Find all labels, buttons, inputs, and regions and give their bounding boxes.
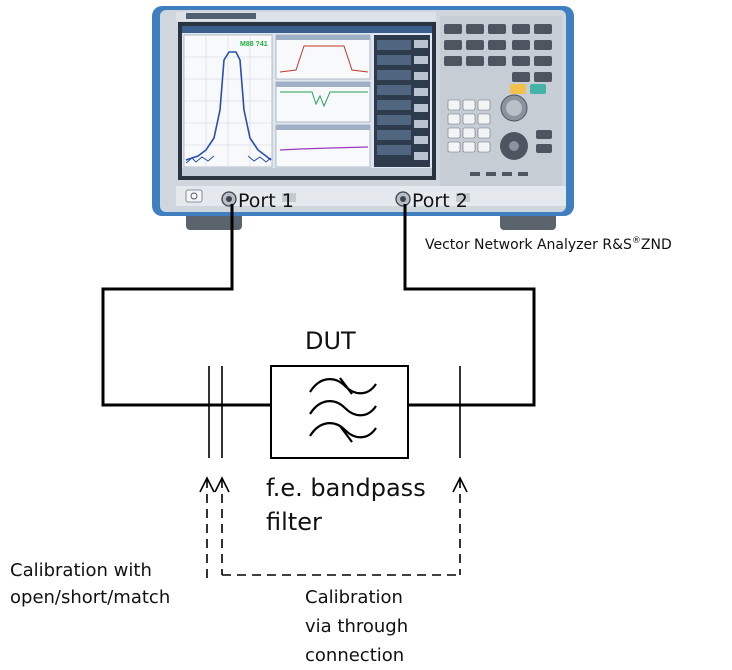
instrument-foot-left	[186, 212, 242, 230]
calibration-arrows	[199, 476, 468, 578]
bandpass-filter-icon	[309, 377, 377, 443]
calibration-bottom-line2: via through	[305, 616, 408, 637]
power-button	[185, 189, 203, 203]
instrument-caption-name: Vector Network Analyzer R&S	[425, 237, 632, 253]
ok-key	[510, 84, 526, 94]
cable-port1	[101, 204, 272, 407]
registered-mark: ®	[632, 236, 641, 246]
filter-response-trace	[185, 51, 272, 161]
port2-label: Port 2	[412, 190, 468, 212]
instrument-caption: Vector Network Analyzer R&S®ZND	[425, 236, 672, 253]
calibration-bottom-line3: connection	[305, 645, 404, 666]
cal-key	[530, 84, 546, 94]
instrument-caption-model: ZND	[641, 237, 672, 253]
instrument-foot-right	[500, 212, 556, 230]
dut-box	[270, 365, 409, 459]
calibration-bottom-line1: Calibration	[305, 587, 403, 608]
dut-title: DUT	[305, 327, 356, 355]
dut-description-line1: f.e. bandpass	[266, 474, 426, 502]
marker-readout: M88 ?41	[240, 41, 268, 48]
numeric-keypad	[447, 99, 491, 153]
calibration-left-line2: open/short/match	[10, 587, 170, 608]
cable-port2	[403, 204, 536, 407]
port1-label: Port 1	[238, 190, 294, 212]
vector-network-analyzer: M88 ?41	[152, 6, 574, 230]
calibration-left-line1: Calibration with	[10, 560, 152, 581]
dut-description-line2: filter	[266, 508, 322, 536]
